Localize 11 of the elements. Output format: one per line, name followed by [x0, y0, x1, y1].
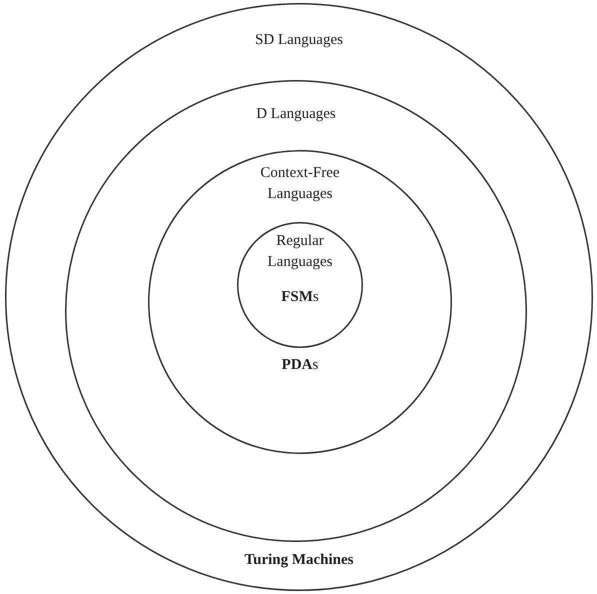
machine-label: PDAs [280, 356, 320, 375]
set-circle [5, 3, 593, 591]
set-circle [65, 80, 527, 542]
machine-label: FSMs [280, 288, 320, 307]
set-label: SD Languages [254, 31, 344, 50]
set-label: D Languages [255, 105, 337, 124]
set-label: Context-Free Languages [259, 164, 341, 204]
machine-label: Turing Machines [243, 551, 355, 570]
set-label: Regular Languages [266, 232, 334, 272]
set-circle [237, 222, 363, 348]
set-circle [148, 150, 452, 454]
